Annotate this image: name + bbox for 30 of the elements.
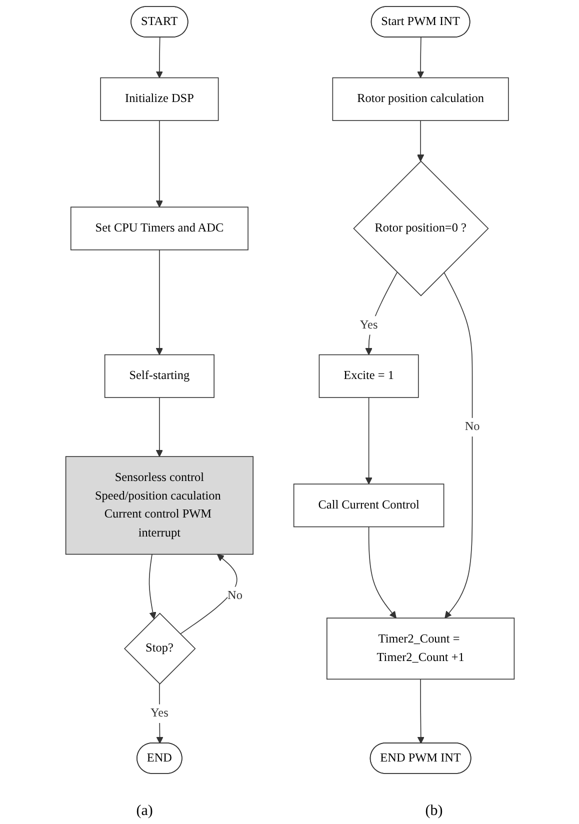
arrow <box>155 120 163 208</box>
node-box: Rotor position calculation <box>332 77 508 121</box>
panel-label: (b) <box>425 803 443 820</box>
edge-label: Yes <box>359 318 378 332</box>
edge-label: Yes <box>150 706 168 720</box>
edge-label: No <box>227 589 242 602</box>
arrow <box>416 120 424 162</box>
node-box: Set CPU Timers and ADC <box>70 206 248 250</box>
edge-label: No <box>464 420 480 434</box>
arrow <box>156 684 163 744</box>
node-box: Self-starting <box>104 354 214 398</box>
arrow <box>416 678 424 744</box>
arrow <box>364 397 372 484</box>
node-diamond: Stop? <box>123 612 196 684</box>
node-box: Sensorless control Speed/position caculation Current control PWM interrupt <box>64 456 253 555</box>
arrow <box>368 526 396 618</box>
arrow <box>364 272 398 356</box>
node-box: Timer2_Count = Timer2_Count +1 <box>326 618 514 680</box>
node-box: Excite = 1 <box>318 354 418 398</box>
node-box: Initialize DSP <box>100 77 218 121</box>
arrow <box>155 37 163 78</box>
node-box: Call Current Control <box>292 484 444 528</box>
panel-label: (a) <box>136 803 153 820</box>
arrow <box>443 272 472 618</box>
arrow <box>416 37 424 78</box>
arrow <box>148 554 156 620</box>
arrow <box>155 397 163 457</box>
arrow <box>179 554 237 634</box>
node-diamond: Rotor position=0 ? <box>352 160 488 296</box>
arrow <box>155 249 163 356</box>
